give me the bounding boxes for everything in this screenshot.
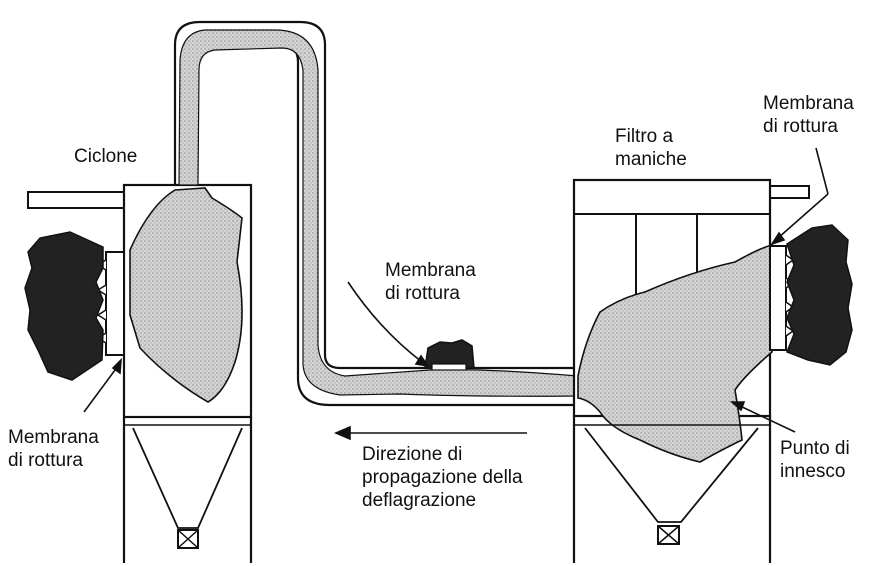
- membrane-bottom-left-line-1: Membrana: [8, 427, 99, 448]
- ignition-point-label: Punto di innesco: [780, 437, 850, 483]
- propagation-line-1: Direzione di: [362, 444, 463, 465]
- cyclone-hopper: [132, 427, 243, 529]
- pipe-membrane-burst: [424, 339, 475, 369]
- membrane-bottom-left-label: Membrana di rottura: [8, 426, 99, 472]
- pointer-ignition-point: [737, 404, 796, 433]
- membrane-pipe-label: Membrana di rottura: [385, 259, 476, 305]
- cyclone-vent-frame: [105, 251, 125, 356]
- ignition-point-line-1: Punto di: [780, 438, 850, 459]
- membrane-pipe-line-2: di rottura: [385, 283, 460, 304]
- membrane-top-right-label: Membrana di rottura: [763, 92, 854, 138]
- bag-filter-label-line-1: Filtro a: [615, 126, 674, 147]
- membrane-bottom-left-line-2: di rottura: [8, 450, 83, 471]
- membrane-pipe-line-1: Membrana: [385, 260, 476, 281]
- membrane-top-right-line-2: di rottura: [763, 116, 838, 137]
- filter-dust-cloud: [577, 243, 773, 463]
- cyclone-inlet-pipe: [27, 191, 125, 209]
- duct-outer-wall: [173, 20, 578, 370]
- cyclone-dust-cloud: [129, 187, 243, 403]
- ignition-point-line-2: innesco: [780, 461, 846, 482]
- cyclone: [24, 183, 253, 563]
- pipe-membrane-base: [431, 363, 467, 371]
- connecting-duct: [173, 20, 579, 407]
- propagation-direction-label: Direzione di propagazione della deflagra…: [362, 443, 523, 512]
- pointer-bottom-left-membrane: [83, 365, 119, 413]
- pointer-top-right-membrane: [815, 147, 829, 195]
- bag-filter-label: Filtro a maniche: [615, 125, 687, 171]
- propagation-line-2: propagazione della: [362, 467, 523, 488]
- duct-inner-wall: [195, 42, 578, 407]
- pointer-pipe-membrane: [347, 281, 423, 363]
- propagation-line-3: deflagrazione: [362, 490, 477, 511]
- cyclone-label: Ciclone: [74, 146, 138, 167]
- annotation-arrows: [83, 147, 829, 441]
- explosion-burst-right: [786, 224, 853, 366]
- bag-filter-label-line-2: maniche: [615, 149, 687, 170]
- membrane-top-right-line-1: Membrana: [763, 93, 854, 114]
- bag-filter: [572, 178, 853, 563]
- filter-hopper: [584, 427, 759, 523]
- explosion-burst-left: [24, 231, 104, 381]
- filter-outlet-pipe: [768, 185, 810, 199]
- filter-vent-frame: [769, 245, 787, 351]
